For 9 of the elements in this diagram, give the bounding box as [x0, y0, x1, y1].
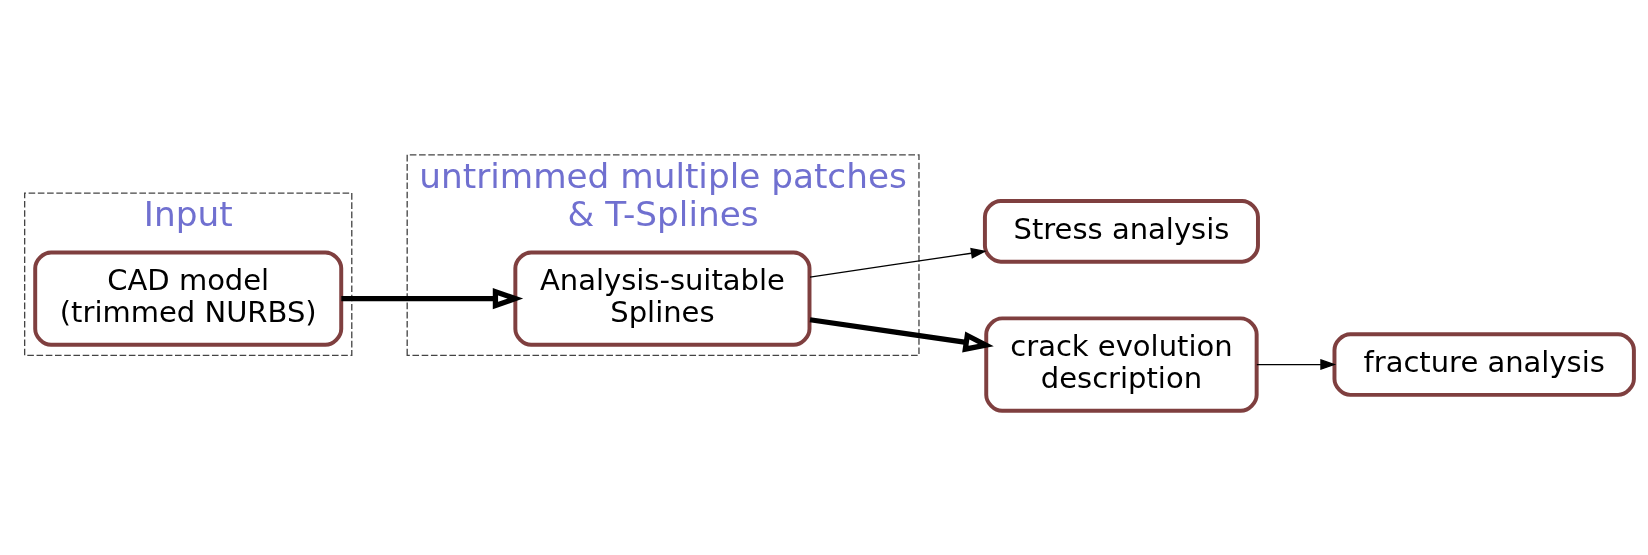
node-box: CAD model (trimmed NURBS) — [33, 250, 344, 347]
node-box: Analysis-suitable Splines — [513, 250, 812, 347]
arrow — [809, 247, 987, 278]
arrow — [1256, 359, 1337, 371]
arrow — [809, 317, 994, 353]
node-box: crack evolution description — [984, 316, 1259, 413]
node-box: Stress analysis — [982, 199, 1260, 264]
node-box: fracture analysis — [1332, 332, 1636, 397]
arrow — [341, 287, 524, 310]
